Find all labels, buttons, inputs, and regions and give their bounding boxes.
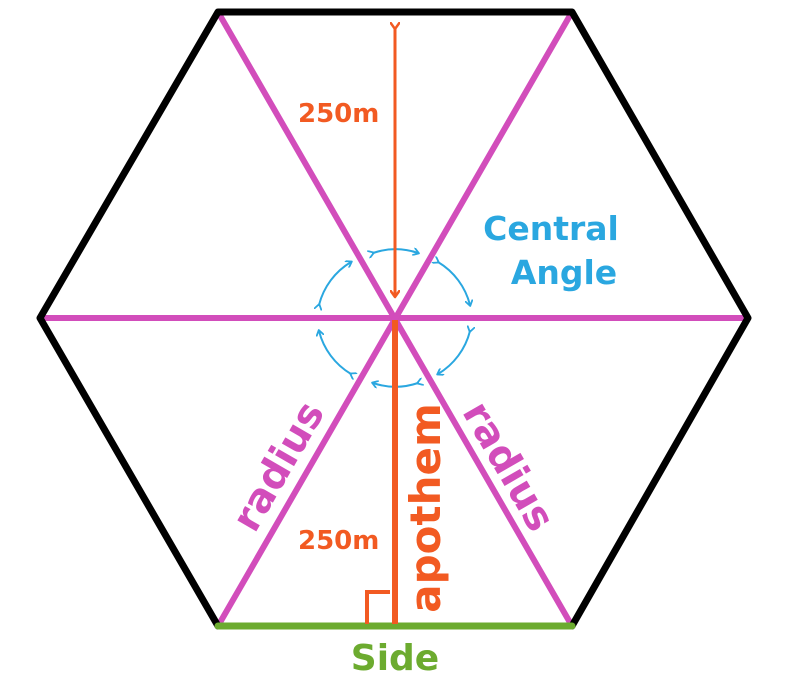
central-angle-label-line2: Angle <box>511 253 617 292</box>
radius-lines <box>37 9 751 629</box>
side-label: Side <box>351 638 439 679</box>
apothem-label: apothem <box>401 403 450 613</box>
angle-arc <box>319 262 351 305</box>
angle-arc <box>438 331 470 374</box>
angle-arc <box>319 331 351 374</box>
right-angle-marker <box>365 590 390 624</box>
central-angle-label-line1: Central <box>483 209 619 248</box>
hexagon-outline <box>36 8 752 630</box>
radius-line <box>215 9 575 629</box>
angle-arc <box>438 262 470 305</box>
top-measure-label: 250m <box>298 99 379 129</box>
bottom-measure-label: 250m <box>298 526 379 556</box>
